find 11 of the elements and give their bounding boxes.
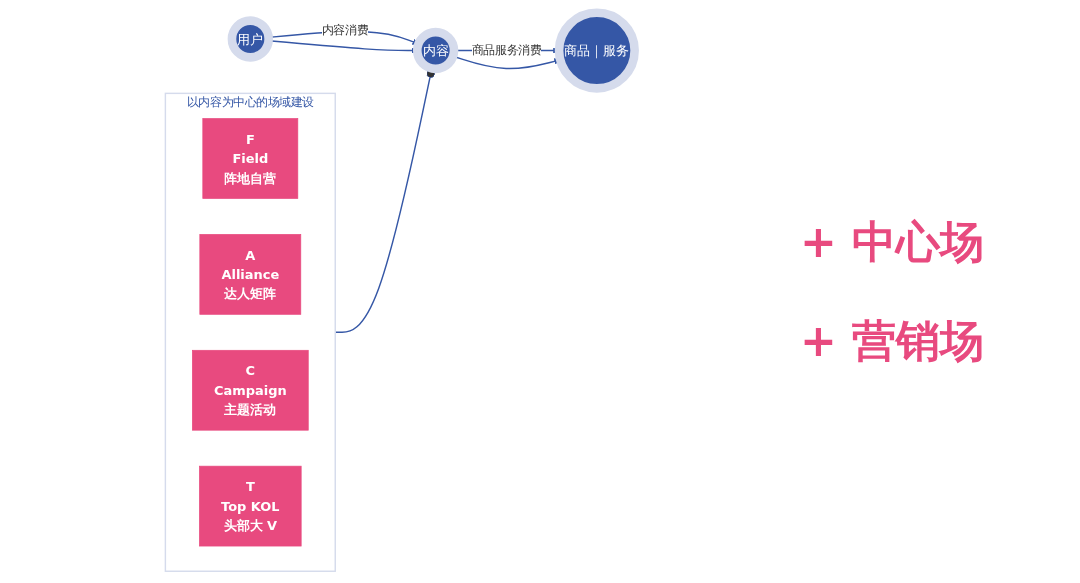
field-label: + 中心场 [800, 214, 986, 269]
field-label: + 营销场 [800, 313, 986, 368]
node-box: A Alliance 达人矩阵 [199, 233, 302, 315]
node-circle: 内容 [412, 27, 459, 73]
node-box: F Field 阵地自营 [202, 117, 299, 199]
edge-label: 商品服务消费 [471, 42, 542, 57]
edge-label: 内容消费 [321, 22, 369, 37]
node-box: T Top KOL 头部大 V [199, 465, 302, 546]
node-box: C Campaign 主题活动 [192, 349, 309, 431]
node-circle: 商品｜服务 [554, 7, 639, 93]
node-circle: 用户 [227, 15, 273, 62]
